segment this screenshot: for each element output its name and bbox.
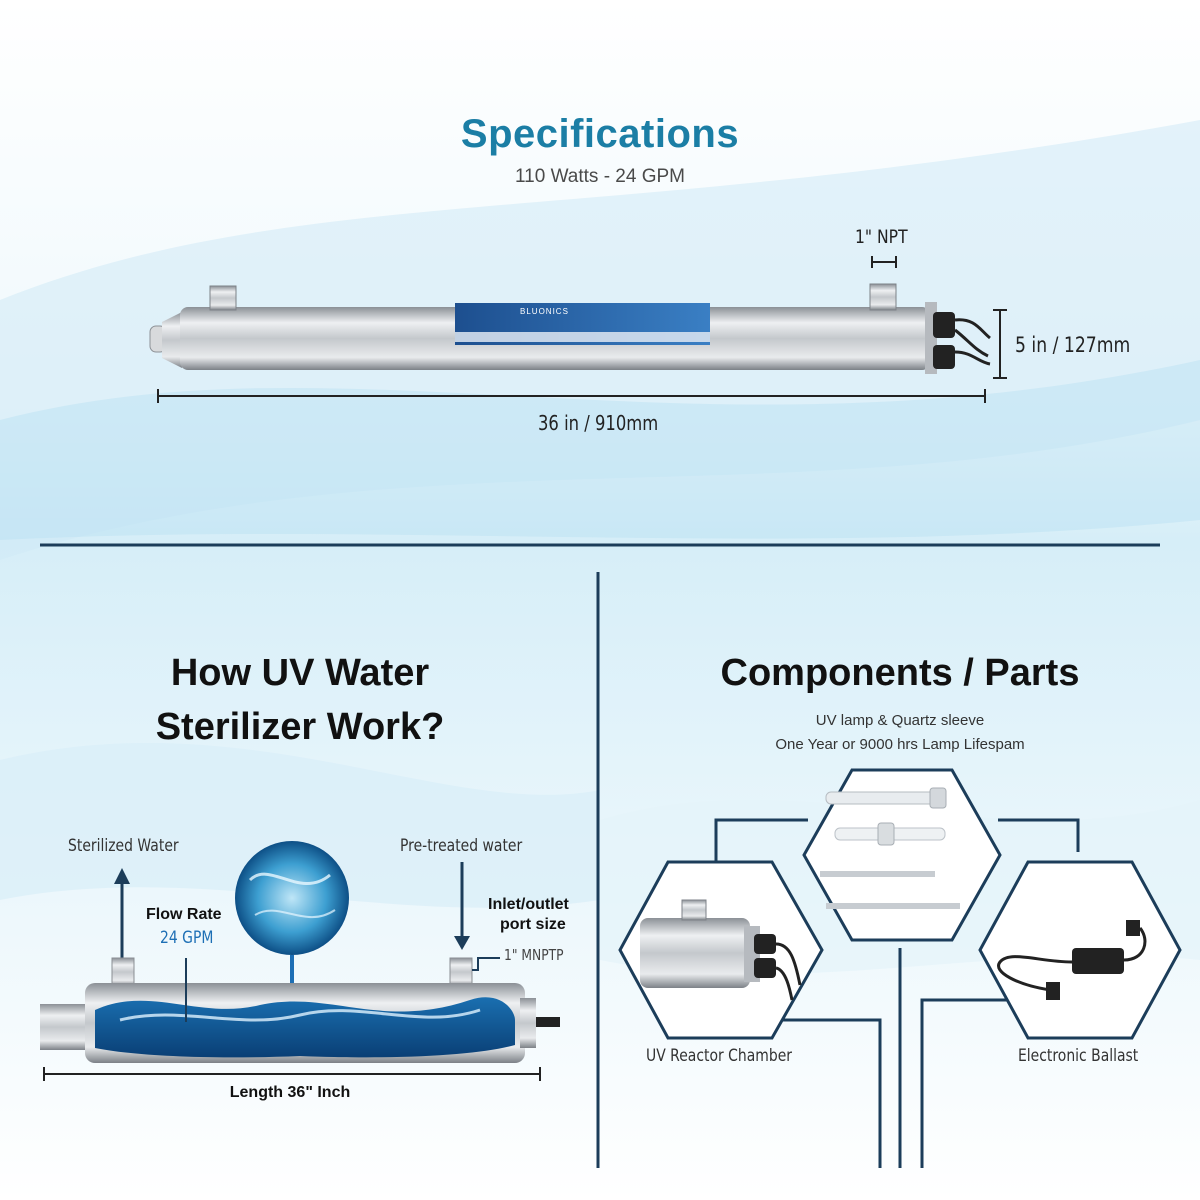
uv-lamp-label-line2: One Year or 9000 hrs Lamp Lifespam	[775, 736, 1025, 753]
uv-lamp-label-line1: UV lamp & Quartz sleeve	[815, 712, 985, 729]
pretreated-water-label: Pre-treated water	[400, 836, 523, 856]
length-label-top: 36 in / 910mm	[538, 411, 659, 435]
specifications-title: Specifications	[460, 112, 740, 156]
port-size-label-line1: Inlet/outlet	[488, 896, 569, 913]
how-it-works-title-line2: Sterilizer Work?	[155, 706, 445, 748]
port-size-value: 1" MNPTP	[504, 946, 564, 964]
height-label: 5 in / 127mm	[1015, 333, 1131, 357]
unit-brand-label: BLUONICS	[520, 307, 569, 316]
components-title: Components / Parts	[720, 652, 1080, 694]
npt-label: 1" NPT	[855, 226, 908, 248]
sterilized-water-label: Sterilized Water	[68, 836, 179, 856]
uv-reactor-chamber-label: UV Reactor Chamber	[646, 1046, 793, 1066]
port-size-label-line2: port size	[500, 916, 566, 933]
flow-rate-label: Flow Rate	[146, 906, 222, 923]
specifications-subtitle: 110 Watts - 24 GPM	[515, 166, 685, 187]
length-label-bottom: Length 36" Inch	[229, 1084, 351, 1101]
flow-rate-value: 24 GPM	[160, 928, 214, 948]
electronic-ballast-label: Electronic Ballast	[1018, 1046, 1139, 1066]
how-it-works-title-line1: How UV Water	[170, 652, 430, 694]
